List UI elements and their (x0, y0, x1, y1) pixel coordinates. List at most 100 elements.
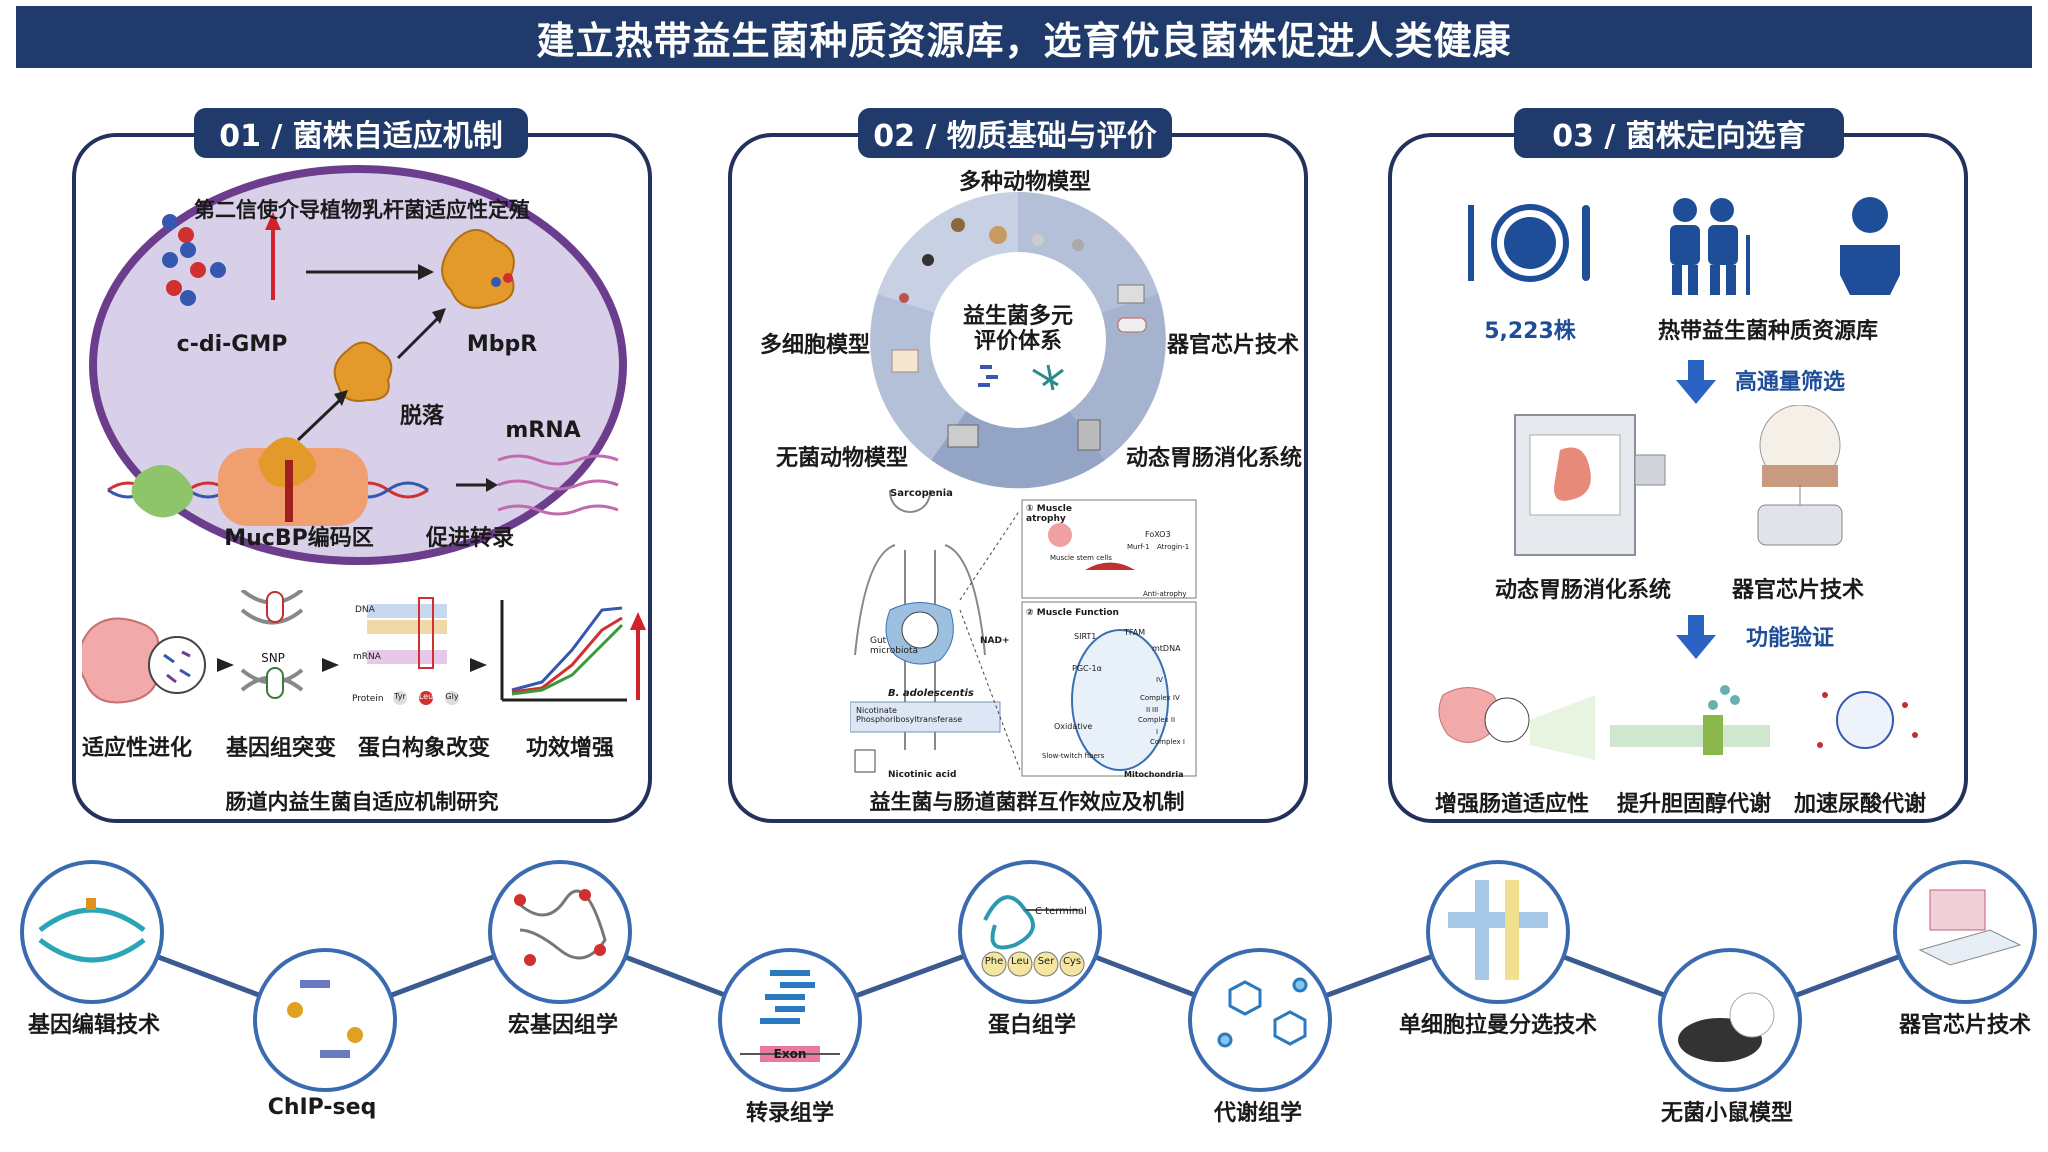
tech-transcriptomics: 转录组学 (745, 1101, 835, 1126)
organ-chip-icon (1918, 889, 2022, 966)
pgc1a: PGC-1α (1072, 664, 1102, 673)
panel2-footer: 益生菌与肠道菌群互作效应及机制 (869, 790, 1185, 814)
mrna-tag: mRNA (353, 652, 381, 662)
aa-phe: Phe (984, 956, 1004, 967)
screening-equipment (1514, 405, 1843, 556)
murf1: Murf-1 (1127, 543, 1150, 551)
complex-ii: Complex II (1138, 716, 1176, 724)
aa-ser: Ser (1037, 956, 1055, 967)
complex-iv-roman: IV (1156, 676, 1163, 684)
aa-1: Tyr (394, 692, 406, 701)
raman-icon (1448, 880, 1548, 980)
tech-gene-editing: 基因编辑技术 (27, 1013, 161, 1038)
muscle-atrophy: ① Muscle atrophy (1026, 504, 1072, 524)
segment-animal: 多种动物模型 (958, 170, 1092, 195)
snp-label: SNP (261, 651, 285, 665)
tech-proteomics: 蛋白组学 (987, 1013, 1077, 1038)
panel-title-2: 02 / 物质基础与评价 (858, 108, 1172, 158)
resource-icons (1468, 197, 1900, 295)
arrow-down-2 (1676, 615, 1716, 659)
aa-cys: Cys (1062, 956, 1082, 967)
main-title: 建立热带益生菌种质资源库，选育优良菌株促进人类健康 (16, 6, 2032, 68)
tfam: TFAM (1124, 628, 1146, 637)
nad-label: NAD+ (980, 636, 1010, 646)
dynamic-gi-system: 动态胃肠消化系统 (1494, 578, 1672, 603)
complex-iv: Complex IV (1140, 694, 1180, 702)
aa-3: Gly (445, 692, 459, 701)
crispr-icon (38, 898, 146, 963)
aa-leu: Leu (1011, 956, 1029, 967)
step-4: 功效增强 (525, 736, 615, 761)
aa-2: Leu (418, 692, 434, 701)
label-promote: 促进转录 (425, 526, 515, 551)
mtdna: mtDNA (1152, 644, 1181, 653)
panel1-footer: 肠道内益生菌自适应机制研究 (225, 790, 499, 814)
label-cdigmp: c-di-GMP (176, 332, 288, 357)
mouse-icon (1678, 992, 1775, 1062)
complex-iii-roman: III (1152, 706, 1159, 714)
step-3: 蛋白构象改变 (357, 736, 491, 761)
outcome-illustrations (1438, 685, 1918, 760)
panel-title-1: 01 / 菌株自适应机制 (194, 108, 528, 158)
tech-metagenomics: 宏基因组学 (507, 1013, 619, 1038)
complex-i: Complex I (1150, 738, 1185, 746)
segment-multicell: 多细胞模型 (760, 333, 871, 358)
muscle-function: ② Muscle Function (1026, 608, 1119, 618)
gut-microbiota: Gut microbiota (870, 636, 918, 656)
label-mucbp: MucBP编码区 (224, 526, 374, 551)
oxidative: Oxidative (1054, 722, 1093, 731)
function-verify: 功能验证 (1745, 626, 1835, 651)
segment-dynamic-gi: 动态胃肠消化系统 (1126, 446, 1303, 471)
slow-twitch: Slow-twitch fibers (1042, 752, 1105, 760)
complex-ii-roman: II (1146, 706, 1151, 714)
foxo3: FoXO3 (1145, 530, 1171, 539)
cell-illustration (89, 165, 627, 565)
wheel-center-line2: 评价体系 (973, 329, 1063, 354)
sarcopenia: Sarcopenia (890, 488, 953, 499)
complex-i-roman: I (1156, 728, 1159, 736)
sirt1: SIRT1 (1074, 632, 1097, 641)
exon-label: Exon (773, 1047, 807, 1061)
outcome-2: 提升胆固醇代谢 (1616, 792, 1772, 817)
tech-metabolomics: 代谢组学 (1213, 1101, 1303, 1126)
step-2: 基因组突变 (225, 736, 337, 761)
nicotinic-acid: Nicotinic acid (888, 770, 957, 780)
arrow-down-1 (1676, 360, 1716, 404)
cell-title: 第二信使介导植物乳杆菌适应性定殖 (194, 198, 530, 222)
label-mbpr: MbpR (466, 332, 538, 357)
muscle-stem: Muscle stem cells (1050, 554, 1112, 562)
metagenome-icon (513, 889, 607, 966)
evolution-steps (82, 590, 646, 705)
outcome-1: 增强肠道适应性 (1434, 792, 1590, 817)
transcriptome-icon (740, 970, 840, 1062)
plate-icon (1468, 204, 1590, 282)
tech-germfree-mouse: 无菌小鼠模型 (1660, 1101, 1794, 1126)
baby-icon (1840, 197, 1900, 295)
atrogin1: Atrogin-1 (1157, 543, 1190, 551)
anti-atrophy: Anti-atrophy (1143, 590, 1187, 598)
mechanism-illustration (850, 490, 1197, 777)
high-throughput: 高通量筛选 (1734, 370, 1846, 395)
protein-c-terminal: C terminal (1035, 906, 1087, 917)
label-mrna: mRNA (505, 418, 581, 443)
organ-chip: 器官芯片技术 (1731, 578, 1865, 603)
panel-title-3: 03 / 菌株定向选育 (1514, 108, 1844, 158)
label-detach: 脱落 (399, 404, 445, 429)
b-adolescentis: B. adolescentis (888, 688, 974, 699)
chipseq-icon (287, 980, 363, 1058)
proteome-icon (981, 895, 1085, 977)
tech-raman-sorting: 单细胞拉曼分选技术 (1398, 1013, 1598, 1038)
protein-tag: Protein (352, 694, 384, 704)
evaluation-wheel (870, 192, 1166, 489)
outcome-3: 加速尿酸代谢 (1793, 792, 1927, 817)
strain-count: 5,223株 (1484, 319, 1576, 344)
tech-chipseq: ChIP-seq (267, 1095, 377, 1120)
dna-tag: DNA (355, 605, 375, 615)
step-1: 适应性进化 (81, 736, 193, 761)
family-icon (1670, 198, 1750, 295)
resource-bank: 热带益生菌种质资源库 (1657, 319, 1879, 344)
tech-organ-chip: 器官芯片技术 (1898, 1013, 2032, 1038)
wheel-center-line1: 益生菌多元 (962, 304, 1074, 329)
segment-germfree: 无菌动物模型 (776, 446, 909, 471)
segment-organ-chip: 器官芯片技术 (1167, 333, 1300, 358)
